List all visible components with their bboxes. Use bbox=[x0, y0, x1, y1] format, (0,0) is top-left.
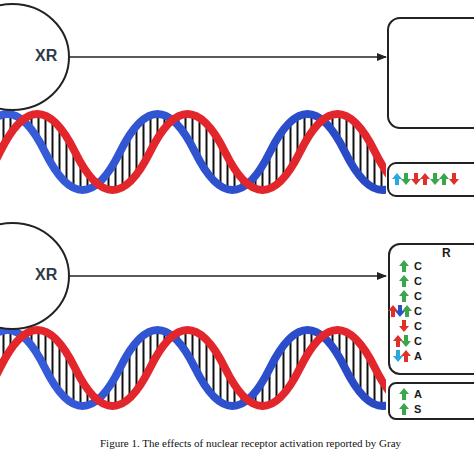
figure-caption: Figure 1. The effects of nuclear recepto… bbox=[100, 437, 401, 449]
response-box: RCCCCCCA bbox=[388, 243, 474, 375]
dna-helix bbox=[0, 107, 386, 197]
up-arrow bbox=[399, 275, 409, 287]
node-label: A bbox=[414, 388, 422, 400]
up-arrow bbox=[388, 305, 398, 317]
receptor-ellipse: XR bbox=[0, 3, 70, 111]
dna-helix bbox=[0, 323, 386, 413]
down-arrow bbox=[401, 173, 411, 185]
down-arrow bbox=[411, 173, 421, 185]
down-arrow bbox=[399, 320, 409, 332]
ellipse-shape bbox=[0, 4, 69, 110]
dna-strand bbox=[0, 114, 386, 190]
dna-strand bbox=[0, 330, 386, 406]
box-heading: R bbox=[442, 247, 451, 260]
up-arrow bbox=[402, 305, 412, 317]
node-label: C bbox=[414, 320, 422, 332]
receptor-ellipse: XR bbox=[0, 222, 70, 330]
up-arrow bbox=[393, 335, 403, 347]
up-arrow bbox=[399, 388, 409, 400]
down-arrow bbox=[449, 173, 459, 185]
node-label: C bbox=[414, 335, 422, 347]
ellipse-outline bbox=[0, 3, 70, 111]
effects-box bbox=[388, 18, 474, 128]
up-arrow bbox=[439, 173, 449, 185]
node-label: S bbox=[414, 403, 421, 415]
ellipse-outline bbox=[0, 222, 70, 330]
down-arrow bbox=[395, 305, 405, 317]
node-label: C bbox=[414, 305, 422, 317]
up-arrow bbox=[401, 350, 411, 362]
node-label: XR bbox=[35, 47, 57, 65]
gene-box bbox=[388, 163, 474, 196]
down-arrow bbox=[401, 335, 411, 347]
response-arrows bbox=[388, 260, 412, 415]
up-arrow bbox=[392, 173, 402, 185]
activation-arrow bbox=[70, 275, 386, 277]
activation-arrow bbox=[70, 56, 386, 58]
node-label: C bbox=[414, 275, 422, 287]
up-arrow bbox=[399, 403, 409, 415]
up-arrow bbox=[399, 260, 409, 272]
down-arrow bbox=[393, 350, 403, 362]
up-arrow bbox=[420, 173, 430, 185]
outcome-box: AS bbox=[388, 382, 474, 420]
top-gene-arrows bbox=[392, 173, 459, 185]
node-label: C bbox=[414, 260, 422, 272]
ellipse-shape bbox=[0, 223, 69, 329]
up-arrow bbox=[399, 290, 409, 302]
down-arrow bbox=[430, 173, 440, 185]
node-label: XR bbox=[35, 266, 57, 284]
node-label: A bbox=[414, 350, 422, 362]
node-label: C bbox=[414, 290, 422, 302]
